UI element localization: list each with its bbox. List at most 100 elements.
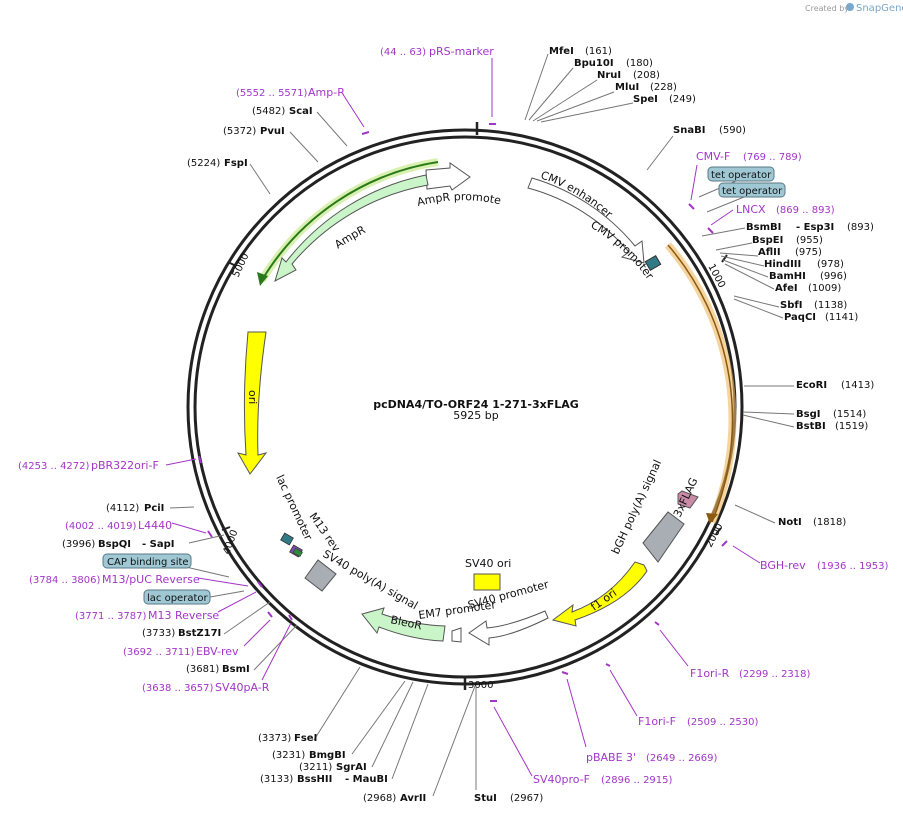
primer-labels: (44 .. 63) pRS-marker CMV-F (769 .. 789)… bbox=[18, 45, 889, 786]
enzyme-fsei-pos: (3373) bbox=[258, 733, 291, 744]
plasmid-name: pcDNA4/TO-ORF24 1-271-3xFLAG bbox=[373, 398, 579, 411]
enzyme-ecori-pos: (1413) bbox=[841, 380, 874, 391]
leader-bstz17i bbox=[223, 601, 271, 635]
tet-operator-box-2[interactable] bbox=[718, 182, 786, 198]
enzyme-bsmi[interactable]: BsmI bbox=[222, 664, 250, 675]
tet-operator-site[interactable] bbox=[644, 254, 662, 272]
enzyme-fspi[interactable]: FspI bbox=[224, 158, 248, 169]
orf-arrowhead bbox=[706, 513, 718, 524]
enzyme-sgrai[interactable]: SgrAI bbox=[336, 762, 367, 773]
enzyme-ecori[interactable]: EcoRI bbox=[796, 380, 827, 391]
primer-l4440[interactable]: L4440 bbox=[138, 519, 172, 532]
leader-bstbi bbox=[742, 414, 795, 428]
primer-m13-puc-reverse[interactable]: M13/pUC Reverse bbox=[102, 573, 200, 586]
enzyme-bamhi[interactable]: BamHI bbox=[769, 271, 806, 282]
lac-promoter-label: lac promoter bbox=[273, 473, 315, 543]
lac-operator-box[interactable] bbox=[143, 589, 211, 605]
enzyme-pcii[interactable]: PciI bbox=[144, 503, 164, 514]
leader-mfei bbox=[524, 53, 549, 121]
flag-tag-arrow[interactable] bbox=[677, 490, 699, 509]
leader-bmgbi bbox=[351, 680, 406, 755]
primer-ebv-rev[interactable]: EBV-rev bbox=[196, 645, 239, 658]
enzyme-bpu10i[interactable]: Bpu10I bbox=[574, 58, 614, 69]
enzyme-bsmbi[interactable]: BsmBI bbox=[746, 222, 781, 233]
enzyme-nrui[interactable]: NruI bbox=[597, 70, 621, 81]
primer-tick-pbr322ori-f bbox=[198, 455, 202, 464]
primer-m13-reverse[interactable]: M13 Reverse bbox=[148, 609, 219, 622]
sv40-polya-signal[interactable] bbox=[304, 559, 337, 592]
sv40-ori-box[interactable] bbox=[473, 573, 501, 591]
primer-leader-pbr322ori-f bbox=[165, 458, 197, 466]
enzyme-maubi[interactable]: - MauBI bbox=[345, 774, 388, 785]
leader-bsshii bbox=[391, 683, 429, 780]
enzyme-bspqi[interactable]: BspQI bbox=[98, 539, 131, 550]
primer-l4440-range: (4002 .. 4019) bbox=[65, 521, 137, 532]
enzyme-bspei[interactable]: BspEI bbox=[752, 235, 783, 246]
enzyme-stui[interactable]: StuI bbox=[474, 793, 497, 804]
primer-lncx[interactable]: LNCX bbox=[736, 203, 766, 216]
primer-sv40pa-r[interactable]: SV40pA-R bbox=[215, 681, 270, 694]
ori-arrow[interactable] bbox=[236, 331, 268, 475]
sv40-promoter-arrow[interactable] bbox=[468, 610, 549, 646]
enzyme-spei-pos: (249) bbox=[669, 94, 696, 105]
primer-pbabe3[interactable]: pBABE 3' bbox=[586, 751, 636, 764]
enzyme-noti-pos: (1818) bbox=[813, 517, 846, 528]
leader-afei bbox=[724, 263, 775, 290]
primer-ebv-rev-range: (3692 .. 3711) bbox=[123, 647, 195, 658]
primer-leader-f1ori-f bbox=[609, 669, 638, 717]
enzyme-mfei[interactable]: MfeI bbox=[549, 46, 574, 57]
ampr-promoter-arrow[interactable] bbox=[425, 162, 471, 191]
leader-bsmi bbox=[253, 624, 298, 671]
enzyme-pvui[interactable]: PvuI bbox=[260, 126, 285, 137]
enzyme-bstz17i[interactable]: BstZ17I bbox=[178, 628, 221, 639]
enzyme-noti[interactable]: NotI bbox=[778, 517, 802, 528]
enzyme-fspi-pos: (5224) bbox=[187, 158, 220, 169]
enzyme-bmgbi[interactable]: BmgBI bbox=[309, 750, 346, 761]
cap-binding-site-box[interactable] bbox=[102, 553, 192, 569]
primer-leader-m13-puc-reverse bbox=[197, 577, 249, 587]
enzyme-spei[interactable]: SpeI bbox=[633, 94, 658, 105]
f1-ori-arrow[interactable] bbox=[551, 561, 648, 627]
enzyme-bsgi[interactable]: BsgI bbox=[796, 409, 820, 420]
enzyme-sapi[interactable]: - SapI bbox=[142, 539, 174, 550]
leader-bpu10i bbox=[528, 67, 574, 121]
primer-f1ori-f[interactable]: F1ori-F bbox=[638, 715, 676, 728]
primer-pbr322ori-f[interactable]: pBR322ori-F bbox=[91, 459, 159, 472]
cmv-enhancer-arrow[interactable] bbox=[527, 177, 645, 264]
enzyme-afei[interactable]: AfeI bbox=[775, 283, 798, 294]
primer-f1ori-f-range: (2509 .. 2530) bbox=[687, 717, 759, 728]
primer-amp-r[interactable]: Amp-R bbox=[308, 86, 345, 99]
enzyme-bsshii[interactable]: BssHII bbox=[297, 774, 332, 785]
bgh-polya-signal[interactable] bbox=[642, 511, 685, 563]
tick-4000 bbox=[221, 526, 231, 531]
primer-f1ori-r[interactable]: F1ori-R bbox=[690, 667, 730, 680]
enzyme-bpu10i-pos: (180) bbox=[626, 58, 653, 69]
enzyme-sbfi-pos: (1138) bbox=[814, 300, 847, 311]
primer-leader-sv40pa-r bbox=[261, 622, 292, 681]
enzyme-fsei[interactable]: FseI bbox=[294, 733, 317, 744]
bleor-arrow[interactable] bbox=[361, 607, 446, 642]
enzyme-aflii[interactable]: AflII bbox=[758, 247, 781, 258]
primer-cmv-f[interactable]: CMV-F bbox=[696, 150, 730, 163]
em7-promoter-arrow[interactable] bbox=[451, 627, 462, 643]
primer-bgh-rev[interactable]: BGH-rev bbox=[760, 559, 806, 572]
primer-leader-sv40pro-f bbox=[493, 706, 533, 777]
ampr-gene-arrow[interactable] bbox=[274, 174, 429, 282]
enzyme-mlui[interactable]: MluI bbox=[615, 82, 639, 93]
enzyme-snabi[interactable]: SnaBI bbox=[673, 125, 705, 136]
enzyme-bamhi-pos: (996) bbox=[820, 271, 847, 282]
enzyme-sbfi[interactable]: SbfI bbox=[780, 300, 802, 311]
enzyme-scai[interactable]: ScaI bbox=[289, 106, 313, 117]
enzyme-bstbi[interactable]: BstBI bbox=[796, 421, 826, 432]
primer-sv40pro-f[interactable]: SV40pro-F bbox=[533, 773, 590, 786]
m13-rev-marker[interactable] bbox=[292, 547, 303, 558]
enzyme-avrii[interactable]: AvrII bbox=[400, 793, 426, 804]
primer-leader-pbabe3 bbox=[566, 678, 587, 748]
enzyme-hindiii[interactable]: HindIII bbox=[764, 259, 801, 270]
watermark: Created by SnapGene bbox=[805, 3, 903, 14]
tet-operator-box-1[interactable] bbox=[707, 166, 775, 182]
cap-binding-site-marker[interactable] bbox=[280, 532, 294, 546]
enzyme-esp3i[interactable]: - Esp3I bbox=[796, 222, 834, 233]
primer-prs-marker[interactable]: pRS-marker bbox=[429, 45, 494, 58]
enzyme-paqci[interactable]: PaqCI bbox=[784, 312, 816, 323]
